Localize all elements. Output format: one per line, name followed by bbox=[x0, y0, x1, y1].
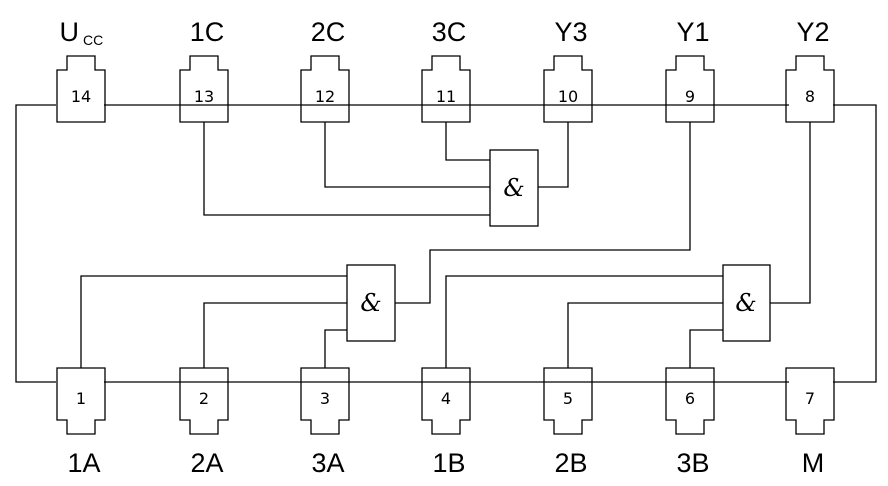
pin-body bbox=[543, 55, 593, 123]
pin-label-subscript: CC bbox=[83, 32, 103, 48]
bottom-pin: 1 1A bbox=[56, 367, 106, 478]
top-pin: 12 2C bbox=[300, 17, 350, 123]
pin-number: 12 bbox=[315, 87, 335, 106]
pin-body bbox=[179, 55, 229, 123]
wire-pin13-to-gate1 bbox=[203, 122, 490, 216]
pin-body bbox=[543, 367, 593, 435]
wire-pin11-to-gate1 bbox=[445, 122, 490, 161]
and-gate-2: & bbox=[346, 264, 396, 342]
pin-number: 10 bbox=[558, 87, 578, 106]
pin-label: Y1 bbox=[676, 17, 709, 47]
left-rail-wire bbox=[15, 104, 56, 383]
bottom-pin: 4 1B bbox=[421, 367, 471, 478]
pin-label: 2A bbox=[190, 448, 223, 478]
pin-body bbox=[56, 367, 106, 435]
pin-number: 1 bbox=[76, 389, 86, 408]
wire-gate1-to-pin10 bbox=[538, 122, 569, 188]
wire-pin6-to-gate3 bbox=[689, 329, 723, 368]
top-pin: 13 1C bbox=[179, 17, 229, 123]
pin-body bbox=[785, 55, 835, 123]
pin-label: 3A bbox=[311, 448, 344, 478]
bottom-pin: 2 2A bbox=[179, 367, 229, 478]
wire-pin5-to-gate3 bbox=[567, 302, 723, 368]
pin-label: 2B bbox=[554, 448, 587, 478]
pin-label: M bbox=[802, 448, 825, 478]
pin-label: 2C bbox=[311, 17, 346, 47]
wire-pin2-to-gate2 bbox=[203, 302, 347, 368]
pin-number: 13 bbox=[194, 87, 214, 106]
pin-number: 14 bbox=[71, 87, 91, 106]
and-gate-3: & bbox=[722, 264, 771, 342]
top-pin: 9 Y1 bbox=[665, 17, 715, 123]
top-pin: 10 Y3 bbox=[543, 17, 593, 123]
pin-number: 2 bbox=[199, 389, 209, 408]
wire-pin12-to-gate1 bbox=[324, 122, 490, 188]
pin-label: 3C bbox=[432, 17, 467, 47]
right-rail-wire bbox=[833, 104, 877, 383]
bottom-pin: 3 3A bbox=[300, 367, 350, 478]
pin-label: 1C bbox=[190, 17, 225, 47]
bottom-pin: 5 2B bbox=[543, 367, 593, 478]
top-pin: 8 Y2 bbox=[785, 17, 835, 123]
gate-symbol: & bbox=[735, 289, 756, 317]
pin-number: 5 bbox=[563, 389, 573, 408]
pin-body bbox=[421, 55, 471, 123]
wire-pin4-to-gate3 bbox=[445, 275, 723, 368]
gate-symbol: & bbox=[503, 174, 524, 202]
pin-number: 3 bbox=[320, 389, 330, 408]
pin-number: 11 bbox=[436, 87, 456, 106]
wire-pin1-to-gate2 bbox=[80, 275, 347, 368]
pin-number: 8 bbox=[805, 87, 815, 106]
pin-number: 6 bbox=[685, 389, 695, 408]
wire-gate3-to-pin8 bbox=[770, 122, 811, 304]
pin-body bbox=[300, 367, 350, 435]
pin-body bbox=[56, 55, 106, 123]
pin-label: U bbox=[60, 17, 80, 47]
pin-number: 9 bbox=[685, 87, 695, 106]
bottom-pin: 7M bbox=[785, 367, 835, 478]
pin-label: Y3 bbox=[554, 17, 587, 47]
wire-gate2-to-pin9 bbox=[395, 122, 691, 304]
pin-number: 4 bbox=[441, 389, 451, 408]
pin-body bbox=[665, 55, 715, 123]
top-pin: 11 3C bbox=[421, 17, 471, 123]
pin-body bbox=[785, 367, 835, 435]
pin-number: 7 bbox=[805, 389, 815, 408]
pin-label: Y2 bbox=[796, 17, 829, 47]
bottom-pin: 6 3B bbox=[665, 367, 715, 478]
wire-pin3-to-gate2 bbox=[324, 329, 347, 368]
pin-body bbox=[179, 367, 229, 435]
pin-label: 1A bbox=[67, 448, 100, 478]
gate-symbol: & bbox=[360, 289, 381, 317]
pin-body bbox=[665, 367, 715, 435]
pin-body bbox=[300, 55, 350, 123]
pin-label: 3B bbox=[676, 448, 709, 478]
and-gate-1: & bbox=[489, 149, 539, 227]
pin-body bbox=[421, 367, 471, 435]
pin-label: 1B bbox=[432, 448, 465, 478]
